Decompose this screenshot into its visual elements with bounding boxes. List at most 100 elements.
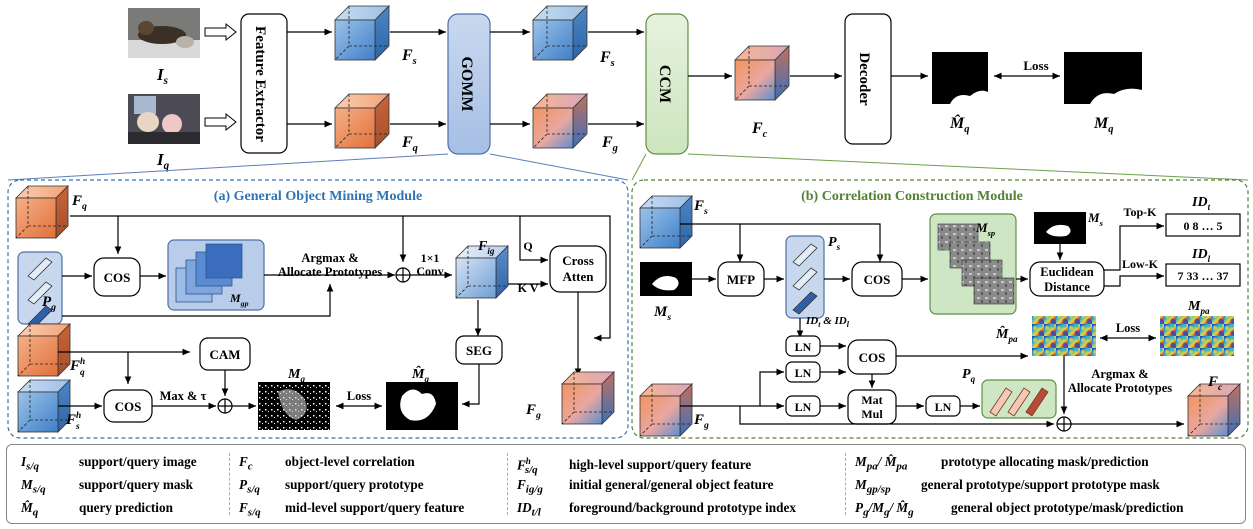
b-label-fs-text: Fs [693,198,708,217]
a-label-mg-base: M [287,367,301,382]
b-label-ms-text: Ms [653,304,671,323]
legend-symbol: P [239,477,248,492]
b-label-mpa-sub: pa [1199,306,1210,316]
a-pg-prototypes [27,257,53,329]
b-id-pair-part: ID [805,315,818,327]
b-label-fs: Fs [693,198,708,217]
label-fs-2-sub: s [610,58,615,69]
b-ps-prototypes [792,243,818,315]
b-pq-bar [989,387,1013,417]
a-cube-fg-out-hidden-edges [561,372,614,425]
b-id-pair-part: & ID [820,315,846,327]
a-label-fqh-base: F [69,358,80,374]
b-euclid2-label: Distance [1044,280,1090,294]
a-cube-fig-hidden-edges [455,246,508,299]
b-line-lowk [1104,272,1164,287]
b-ln1-label: LN [795,340,812,354]
cube-fg [532,93,588,149]
ccm-zoom-right [687,153,1249,181]
b-line-fg-plus [739,406,1054,428]
label-mq-hat: M̂q [949,113,969,135]
query-image-person [137,112,159,132]
b-euclid1-label: Euclidean [1040,265,1094,279]
legend-sub: s/q [26,460,39,473]
label-fg: Fg [601,134,618,154]
b-allocate-label: Allocate Prototypes [1068,381,1172,395]
a-label-mg: Mg [287,367,305,384]
a-allocate-label: Allocate Prototypes [278,265,382,279]
a-cube-fqh-front [17,335,59,377]
legend-symbol: F [239,500,248,515]
legend-symbol: / M̂ [877,454,897,469]
a-plus-2-cross [218,399,232,413]
b-label-mpa-hat: M̂pa [995,325,1018,344]
label-fg-base: F [601,134,613,151]
legend-sup: h [525,456,531,466]
b-label-ms-sub: s [666,312,671,323]
a-seg-label: SEG [466,343,492,358]
label-fc-text: Fc [751,120,768,140]
a-cube-fsh-front [17,391,59,433]
a-cross1-label: Cross [562,253,594,268]
module-a-title: (a) General Object Mining Module [214,189,422,204]
gomm-box [447,13,491,155]
b-label-idl: IDl [1191,247,1211,264]
b-id-pair-part: t [818,320,821,329]
b-euclid-box [1029,261,1105,297]
a-cos1-label: COS [104,270,131,285]
label-i-q-base: I [156,150,165,169]
a-cube-fig-front [455,257,497,299]
legend-symbol: M̂ [21,500,33,515]
b-idl-box [1165,263,1241,287]
mask-mq-hat-fg [932,90,988,104]
b-label-mpa-text: Mpa [1187,299,1210,316]
a-pg-prototypes-bar [27,281,53,305]
label-i-q-sub: q [164,160,170,172]
b-label-fs-sub: s [703,206,708,217]
a-cos1-box [93,257,141,297]
b-label-ms-base: M [653,304,668,320]
support-input-arrow [204,22,237,42]
legend-desc: general object prototype/mask/prediction [951,500,1184,515]
a-plus-1 [395,267,411,283]
a-label-fsh-base: F [65,412,76,428]
label-i-s-base: I [156,65,165,84]
a-label-mg-text: Mg [287,367,305,384]
b-label-idl-text: IDl [1191,247,1211,264]
legend-desc: support/query prototype [285,477,424,492]
b-ps-prototypes-bar [792,267,818,291]
b-label-mpa-base: M [1187,299,1201,314]
b-label-id-pair: IDt & IDl [805,315,850,329]
a-label-fq-text: Fq [71,193,87,212]
legend-symbol: I [21,454,27,469]
label-fs-2-text: Fs [599,49,615,69]
a-cube-fsh [17,379,71,433]
ccm-box [645,13,689,155]
query-image-window [134,96,156,114]
legend-divider [507,453,508,515]
b-label-fs-base: F [693,198,704,214]
legend-desc: high-level support/query feature [569,457,752,473]
label-fq: Fq [401,134,418,154]
b-id-pair-part: l [847,320,850,329]
b-label-fc: Fc [1207,374,1223,393]
a-mask-mg-blob [278,389,307,420]
cube-fs-hidden-edges [334,6,389,61]
b-label-pq-base: P [962,367,971,382]
b-label-idl-base: ID [1191,247,1208,262]
label-fs-sub: s [412,56,417,67]
label-fg-text: Fg [601,134,618,154]
b-topk-label: Top-K [1124,205,1158,219]
label-fs: Fs [401,47,417,67]
b-plus [1056,416,1072,432]
legend-symbol: M [21,477,33,492]
b-label-fg: Fg [693,412,709,431]
b-label-idt: IDt [1191,195,1211,212]
gomm-zoom-left [7,153,449,181]
b-label-ps: Ps [828,235,841,252]
